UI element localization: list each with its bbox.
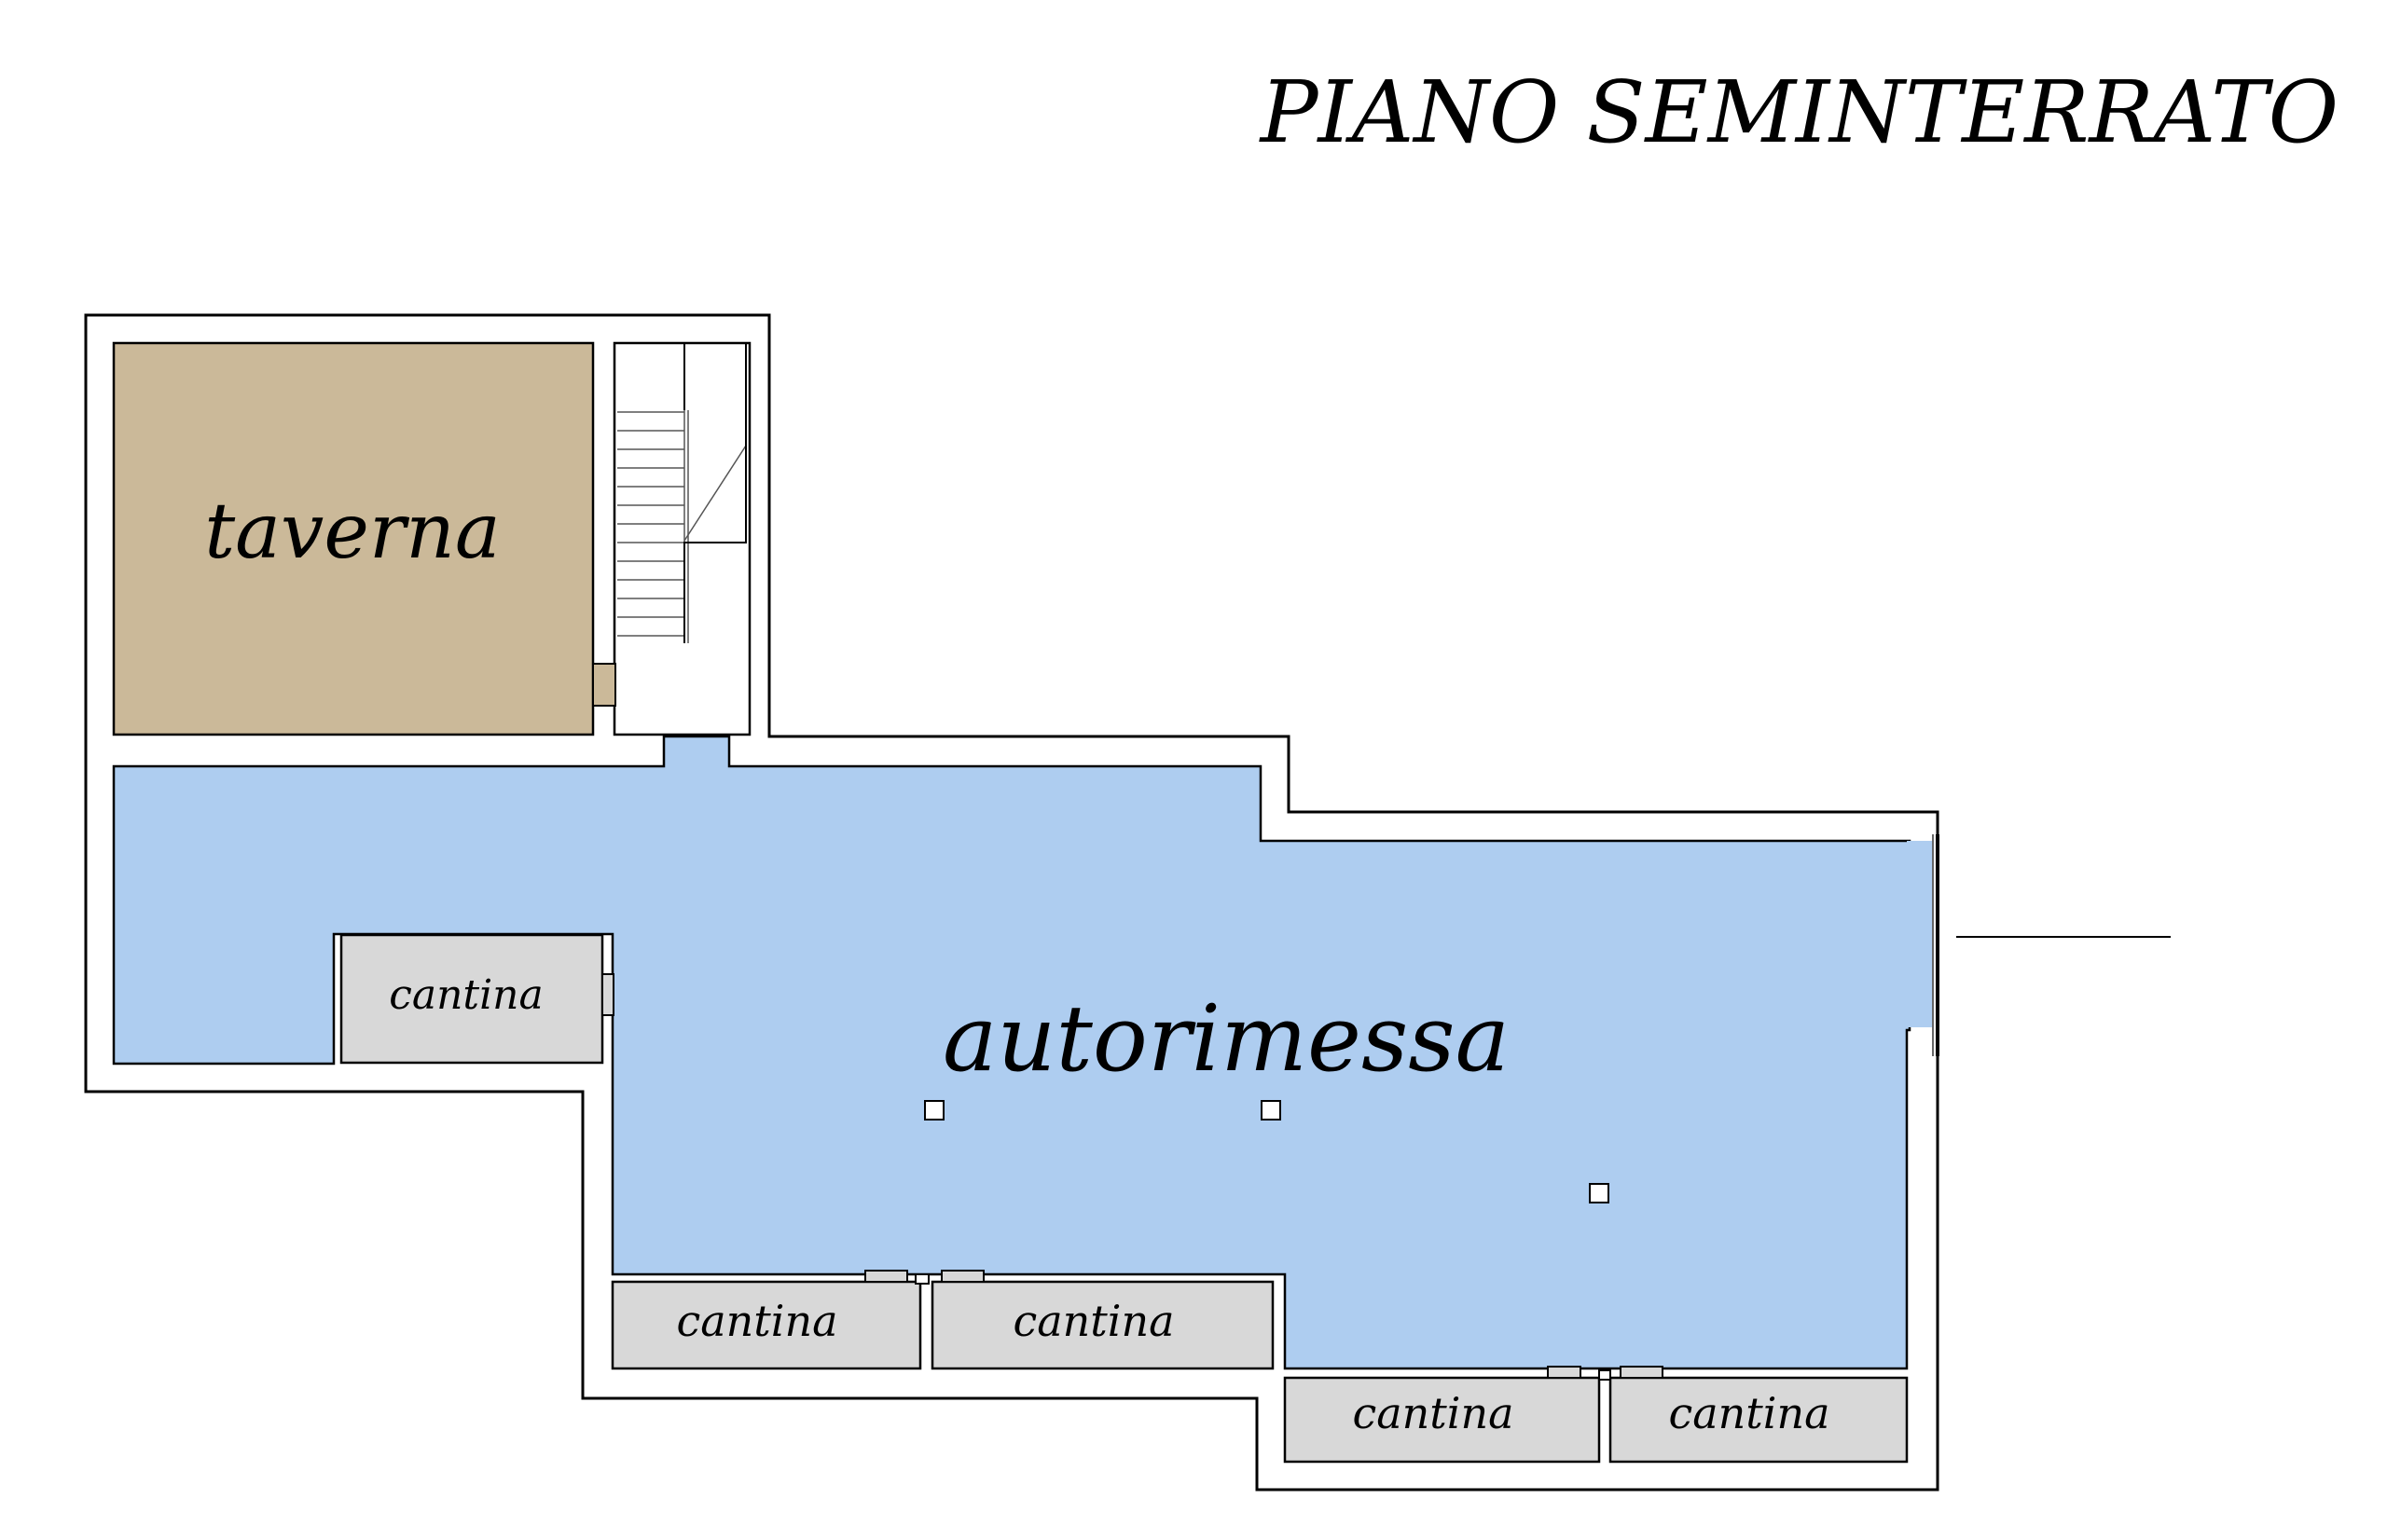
cantina-1-door (601, 973, 614, 1016)
room-taverna (112, 341, 595, 736)
cantina-5 (1608, 1376, 1909, 1464)
pillar (1261, 1100, 1281, 1121)
cantina-doors (864, 1270, 1663, 1381)
label-cantina-2: cantina (676, 1296, 837, 1346)
stairwell (613, 341, 752, 736)
label-cantina-4: cantina (1352, 1388, 1513, 1438)
label-cantina-5: cantina (1668, 1388, 1829, 1438)
taverna-door (592, 663, 616, 707)
label-taverna: taverna (204, 488, 501, 576)
label-cantina-3: cantina (1013, 1296, 1174, 1346)
garage-gate (1907, 834, 2171, 1056)
pillar (924, 1100, 945, 1121)
pillar (1589, 1183, 1609, 1203)
cantina-1 (339, 933, 614, 1065)
cantina-4 (1283, 1376, 1601, 1464)
stair-steps (617, 343, 747, 643)
plan-title: PIANO SEMINTERRATO (1259, 62, 2339, 162)
label-autorimessa: autorimessa (943, 986, 1510, 1093)
cantina-2 (611, 1280, 922, 1370)
label-cantina-1: cantina (389, 971, 544, 1019)
cantina-3 (931, 1280, 1275, 1370)
